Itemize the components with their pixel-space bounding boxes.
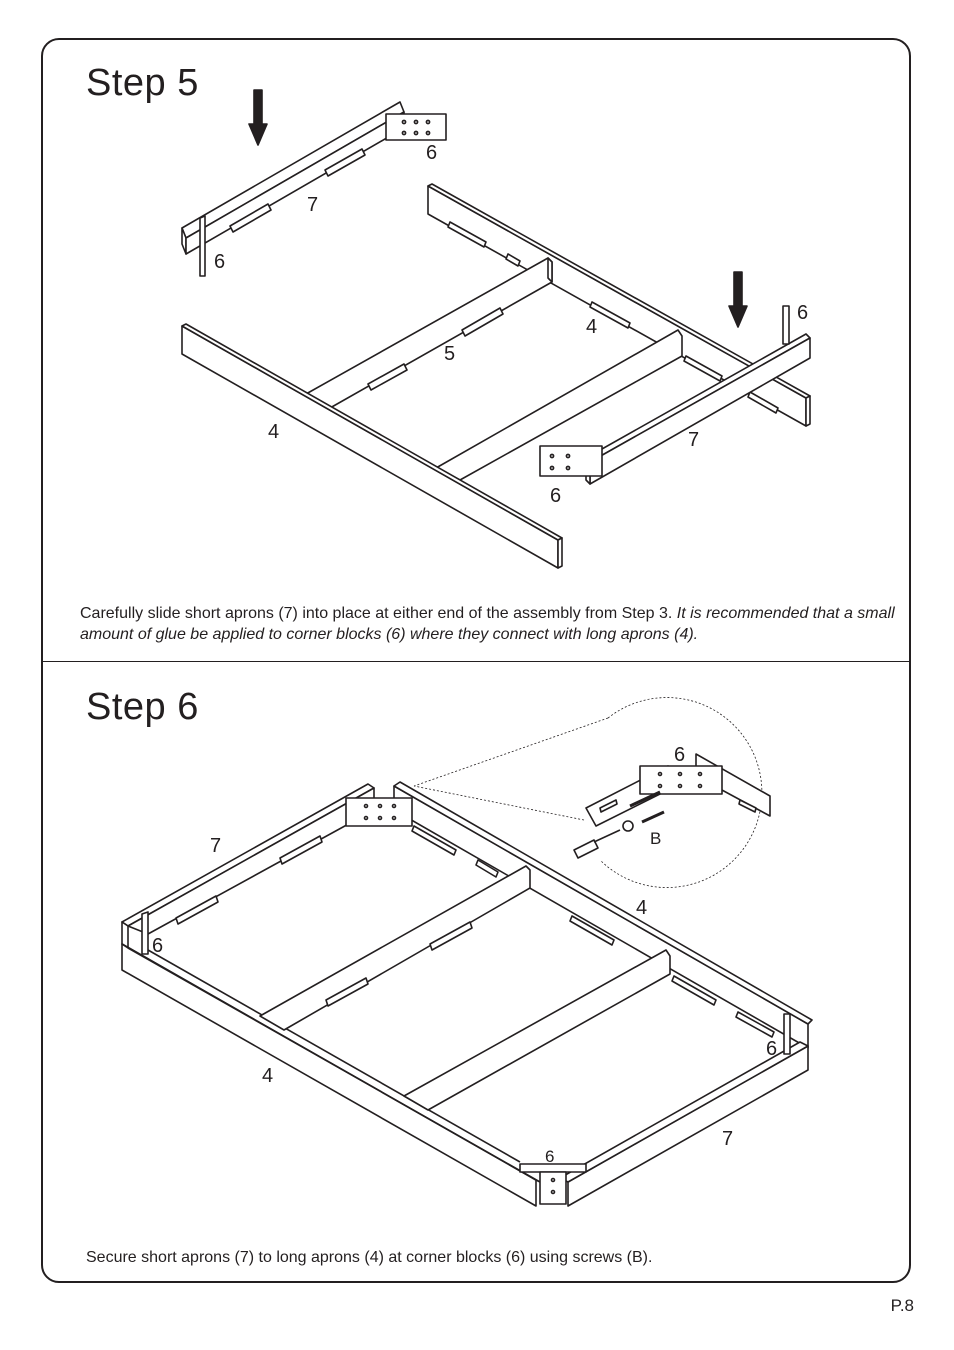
step6-title: Step 6 <box>86 686 199 728</box>
page-frame <box>41 38 911 1283</box>
center-apron <box>305 257 553 409</box>
label-block: 6 <box>797 302 808 324</box>
long-apron-left <box>181 323 563 569</box>
step5-title: Step 5 <box>86 62 199 104</box>
corner-block <box>199 215 206 277</box>
page-number: P.8 <box>890 1296 914 1315</box>
instruction-note: It is recommended that a small amount of… <box>80 605 895 643</box>
step5-diagram: 6 7 6 4 6 5 4 7 6 <box>181 89 811 569</box>
step5-instruction: Carefully slide short aprons (7) into pl… <box>80 603 900 645</box>
label-block: 6 <box>214 251 225 273</box>
label-block: 6 <box>550 485 561 507</box>
corner-block <box>782 305 790 345</box>
arrow-down-icon <box>248 89 268 146</box>
arrow-down-icon <box>728 271 748 328</box>
corner-block <box>385 113 447 141</box>
short-apron-top <box>181 101 405 255</box>
label-apron: 4 <box>586 316 597 338</box>
label-apron: 7 <box>688 429 699 451</box>
instruction-text: Carefully slide short aprons (7) into pl… <box>80 605 677 622</box>
step6-instruction: Secure short aprons (7) to long aprons (… <box>86 1249 653 1266</box>
label-block: 6 <box>426 142 437 164</box>
label-apron: 5 <box>444 343 455 365</box>
corner-block <box>539 445 603 477</box>
label-apron: 7 <box>307 194 318 216</box>
step-divider <box>43 661 911 662</box>
long-apron-right <box>427 183 811 427</box>
label-apron: 4 <box>268 421 279 443</box>
